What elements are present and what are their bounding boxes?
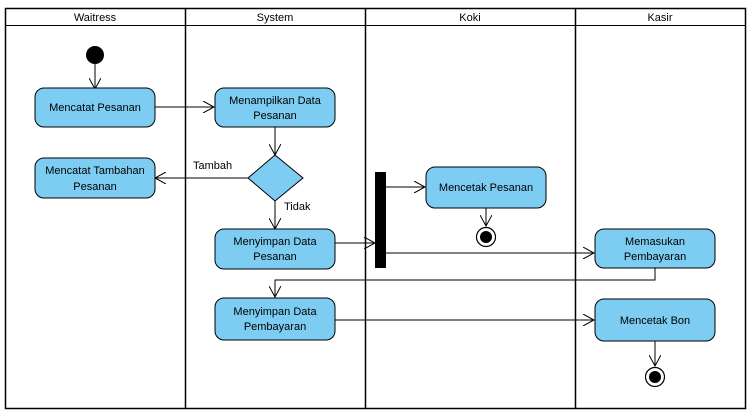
initial-node (86, 46, 104, 64)
activity-mencatat-tambahan-pesanan: Mencatat Tambahan Pesanan (34, 157, 156, 199)
svg-text:Mencetak Bon: Mencetak Bon (620, 315, 690, 327)
activity-mencetak-pesanan: Mencetak Pesanan (425, 166, 547, 209)
guard-tidak: Tidak (284, 201, 311, 213)
svg-text:Menyimpan Data: Menyimpan Data (233, 236, 317, 248)
svg-text:Mencetak Pesanan: Mencetak Pesanan (439, 182, 533, 194)
svg-text:Pembayaran: Pembayaran (244, 321, 306, 333)
activity-memasukan-pembayaran: Memasukan Pembayaran (594, 228, 716, 269)
svg-text:Pesanan: Pesanan (73, 181, 116, 193)
flow-edges (95, 64, 655, 366)
svg-text:Mencatat Tambahan: Mencatat Tambahan (45, 165, 144, 177)
lane-title-system: System (257, 12, 294, 24)
lane-title-kasir: Kasir (647, 12, 672, 24)
svg-text:Pesanan: Pesanan (253, 251, 296, 263)
activity-menyimpan-data-pesanan: Menyimpan Data Pesanan (214, 228, 336, 270)
final-node-kasir (644, 366, 666, 388)
svg-text:Mencatat Pesanan: Mencatat Pesanan (49, 102, 141, 114)
lane-title-koki: Koki (459, 12, 480, 24)
activity-mencetak-bon: Mencetak Bon (594, 298, 716, 342)
final-node-koki (475, 226, 497, 248)
svg-text:Menyimpan Data: Menyimpan Data (233, 306, 317, 318)
guard-tambah: Tambah (193, 160, 232, 172)
lane-title-waitress: Waitress (74, 12, 117, 24)
svg-text:Memasukan: Memasukan (625, 236, 685, 248)
activity-menyimpan-data-pembayaran: Menyimpan Data Pembayaran (214, 297, 336, 341)
activity-menampilkan-data-pesanan: Menampilkan Data Pesanan (214, 87, 336, 128)
svg-text:Pesanan: Pesanan (253, 110, 296, 122)
svg-text:Menampilkan Data: Menampilkan Data (229, 95, 322, 107)
fork-bar (375, 172, 386, 268)
activity-mencatat-pesanan: Mencatat Pesanan (34, 87, 156, 128)
decision-node (247, 154, 304, 202)
edge-memasukan-to-pembayaran (275, 268, 656, 297)
svg-text:Pembayaran: Pembayaran (624, 251, 686, 263)
